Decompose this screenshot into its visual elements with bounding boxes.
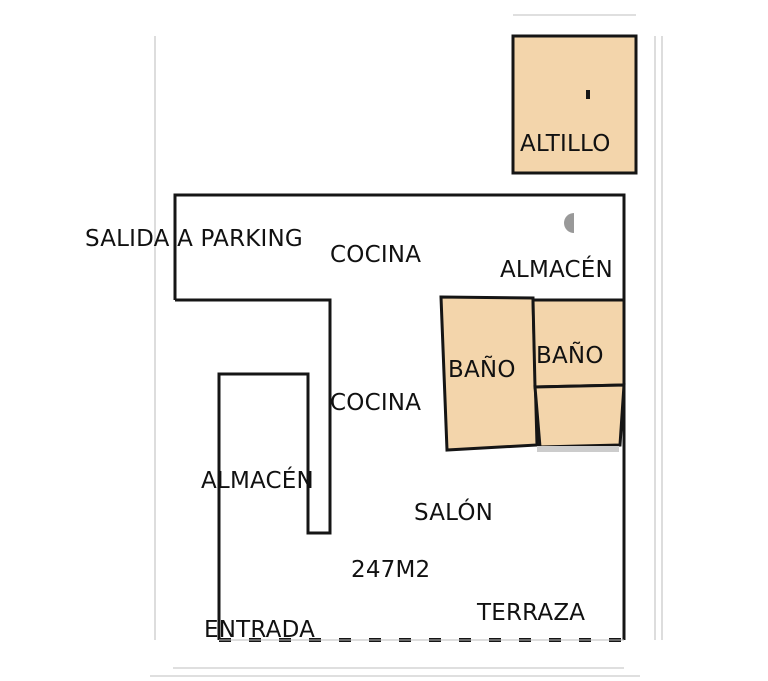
altillo-room	[511, 34, 638, 175]
room-label-cocina: COCINA	[330, 390, 422, 416]
room-label-altillo: ALTILLO	[520, 131, 611, 157]
dimension-lines	[150, 14, 663, 677]
door-threshold	[537, 446, 619, 452]
room-label-entrada: ENTRADA	[204, 617, 316, 643]
room-label-bano: BAÑO	[536, 343, 604, 369]
room-label-almacen: ALMACÉN	[500, 257, 613, 283]
room-label-bano: BAÑO	[448, 357, 516, 383]
room-label-terraza: TERRAZA	[477, 600, 586, 626]
door-swing-icon	[564, 213, 574, 233]
stair-marker	[586, 90, 590, 99]
room-label-cocina: COCINA	[330, 242, 422, 268]
room-label-almacen: ALMACÉN	[201, 468, 314, 494]
room-label-salida-parking: SALIDA A PARKING	[85, 226, 303, 252]
area-label: 247M2	[351, 557, 431, 583]
room-label-salon: SALÓN	[414, 500, 494, 526]
bathrooms	[439, 295, 626, 452]
walls	[173, 193, 626, 640]
